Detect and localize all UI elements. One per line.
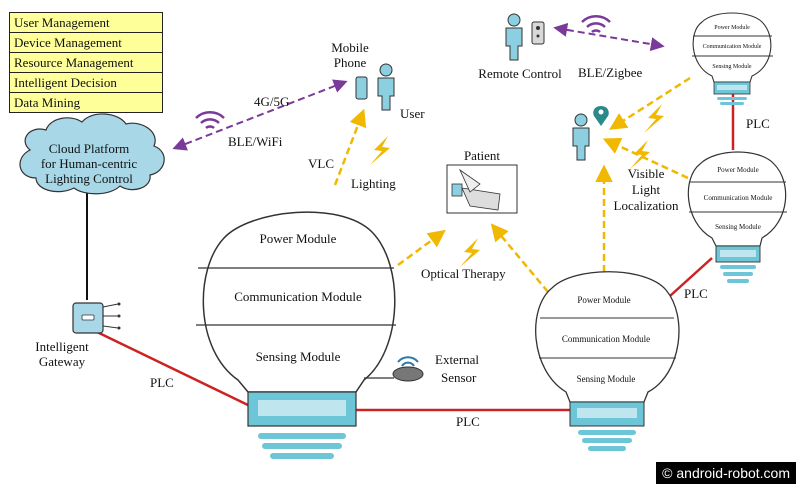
remote-control-label: Remote Control: [478, 66, 562, 81]
located-user-icon: [572, 113, 590, 161]
cloud-label-1: Cloud Platform: [49, 141, 130, 156]
cloud-label-2: for Human-centric: [41, 156, 138, 171]
localization-arrow-right: [602, 137, 689, 180]
label-vlc: VLC: [308, 156, 334, 171]
label-plc-gateway: PLC: [150, 375, 174, 390]
mid-bulb-comm: Communication Module: [562, 334, 650, 344]
management-item-decision: Intelligent Decision: [10, 72, 162, 92]
localization-arrow-top: [609, 76, 691, 130]
localization-label-3: Localization: [614, 198, 679, 213]
management-list: User Management Device Management Resour…: [9, 12, 163, 113]
top-bulb-power: Power Module: [714, 25, 750, 31]
label-lighting: Lighting: [351, 176, 396, 191]
cloud-label-3: Lighting Control: [45, 171, 133, 186]
wifi-icon-remote: [581, 15, 611, 34]
watermark: © android-robot.com: [656, 462, 796, 484]
top-bulb-comm: Communication Module: [703, 44, 762, 50]
therapy-arrow-main: [397, 229, 446, 267]
location-pin-icon: [593, 106, 609, 126]
right-bulb-sensing: Sensing Module: [715, 223, 761, 231]
patient-illustration: [446, 164, 518, 214]
label-plc-right-lower: PLC: [684, 286, 708, 301]
remote-person-icon: [505, 13, 523, 61]
wifi-icon: [195, 111, 225, 130]
right-light-bulb: Power Module Communication Module Sensin…: [687, 151, 787, 283]
patient-label: Patient: [464, 148, 500, 163]
light-arrows: [333, 76, 691, 293]
right-bulb-power: Power Module: [717, 166, 758, 174]
vlc-arrow: [333, 108, 367, 186]
top-bulb-sensing: Sensing Module: [712, 64, 752, 70]
management-item-resource: Resource Management: [10, 52, 162, 72]
plc-line-gateway: [96, 330, 251, 408]
gateway-label-2: Gateway: [39, 354, 86, 369]
main-bulb-power: Power Module: [260, 231, 337, 246]
external-sensor-label-1: External: [435, 352, 479, 367]
main-bulb-comm: Communication Module: [234, 289, 362, 304]
label-blezigbee: BLE/Zigbee: [578, 65, 642, 80]
label-optical-therapy: Optical Therapy: [421, 266, 506, 281]
management-item-device: Device Management: [10, 32, 162, 52]
top-light-bulb: Power Module Communication Module Sensin…: [692, 12, 773, 105]
mobile-phone-label-2: Phone: [334, 55, 367, 70]
therapy-arrow-mid: [490, 223, 549, 293]
remote-control-icon: [531, 21, 545, 45]
main-light-bulb: Power Module Communication Module Sensin…: [196, 211, 396, 459]
mid-bulb-power: Power Module: [577, 295, 630, 305]
user-icon: [377, 63, 395, 111]
management-item-user: User Management: [14, 15, 110, 30]
lightning-icon-vlc: [370, 136, 390, 165]
user-label: User: [400, 106, 425, 121]
lightning-icon-therapy: [460, 238, 480, 267]
management-item-mining: Data Mining: [10, 92, 162, 112]
label-plc-bottom: PLC: [456, 414, 480, 429]
localization-label-1: Visible: [628, 166, 665, 181]
cloud-platform: Cloud Platform for Human-centric Lightin…: [19, 113, 165, 195]
external-sensor-label-2: Sensor: [441, 370, 477, 385]
cloud-phone-arrow: [172, 79, 348, 151]
mid-light-bulb: Power Module Communication Module Sensin…: [535, 271, 680, 451]
localization-label-2: Light: [632, 182, 661, 197]
intelligent-gateway: Intelligent Gateway: [35, 302, 121, 369]
lightning-icon-right: [630, 140, 650, 169]
external-sensor-icon: [364, 356, 424, 382]
mobile-phone-icon: [355, 76, 368, 100]
label-4g5g: 4G/5G: [254, 94, 289, 109]
right-bulb-comm: Communication Module: [704, 194, 773, 202]
remote-bulb-arrow: [553, 22, 665, 52]
lightning-icon-top: [644, 104, 664, 133]
mid-bulb-sensing: Sensing Module: [577, 374, 636, 384]
gateway-label-1: Intelligent: [35, 339, 89, 354]
label-blewifi: BLE/WiFi: [228, 134, 283, 149]
mobile-phone-label-1: Mobile: [331, 40, 369, 55]
label-plc-right-upper: PLC: [746, 116, 770, 131]
main-bulb-sensing: Sensing Module: [256, 349, 341, 364]
